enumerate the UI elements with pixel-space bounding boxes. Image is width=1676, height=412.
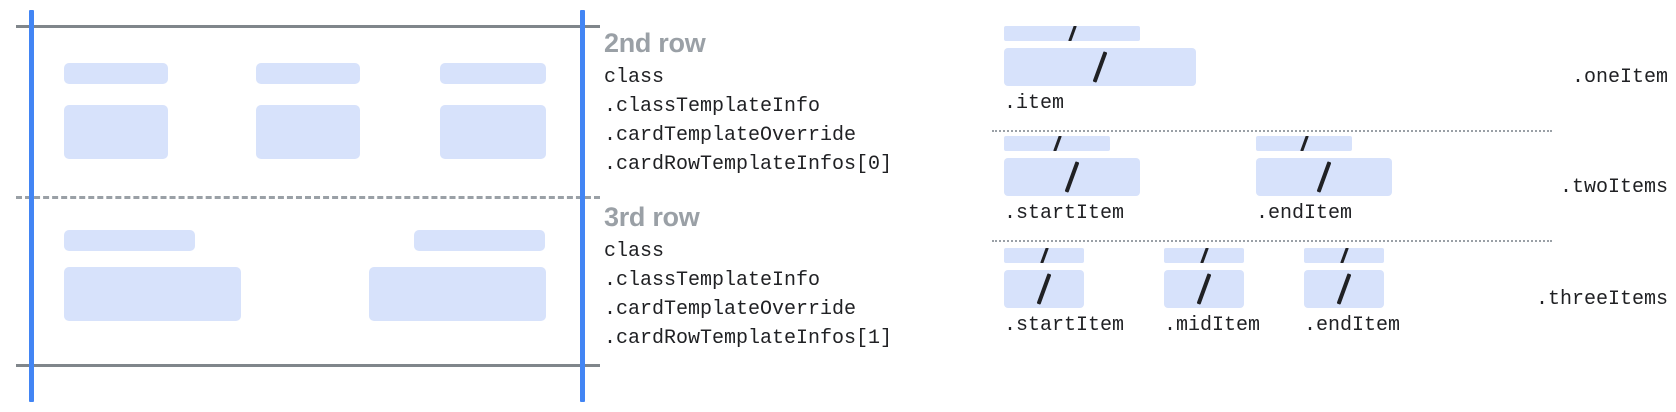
variant-label: .oneItem [1571,66,1668,89]
guide-line-left [29,10,34,402]
placeholder-body-box [64,105,168,159]
slash-icon [1316,161,1332,193]
note-block-2nd-row: 2nd row class .classTemplateInfo .cardTe… [604,28,892,179]
placeholder-title-bar [64,63,168,84]
variant-item-label: .endItem [1304,314,1401,337]
placeholder-title-bar [1004,26,1140,41]
placeholder-title-bar [1004,136,1110,151]
variant-item: .endItem [1304,248,1400,338]
placeholder-title-bar [64,230,195,251]
placeholder-title-bar [414,230,545,251]
guide-line-right [580,10,585,402]
slash-icon [1196,273,1212,305]
placeholder-title-bar [1164,248,1244,263]
diagram-row-divider [16,196,600,199]
note-line: .cardTemplateOverride [604,124,857,147]
slash-icon [1200,248,1209,263]
placeholder-body-box [1304,270,1384,308]
placeholder-title-bar [256,63,360,84]
diagram-top-rule [16,25,600,28]
class-path-annotations: 2nd row class .classTemplateInfo .cardTe… [604,0,984,412]
note-line: .cardTemplateOverride [604,298,857,321]
variant-item: .startItem [1004,136,1140,226]
placeholder-title-bar [1256,136,1352,151]
placeholder-body-box [1004,270,1084,308]
slash-icon [1040,248,1049,263]
slash-icon [1336,273,1352,305]
diagram-bottom-rule [16,364,600,367]
variant-item-label: .startItem [1004,202,1125,225]
note-title: 2nd row [604,28,706,58]
slash-icon [1053,136,1062,151]
slash-icon [1300,136,1309,151]
variant-label: .twoItems [1559,176,1668,199]
variant-item-label: .startItem [1004,314,1125,337]
note-line: .cardRowTemplateInfos[0] [604,153,893,176]
slash-icon [1340,248,1349,263]
variant-item: .midItem [1164,248,1260,338]
variant-row-two-items: .startItem .endItem .twoItems [988,136,1676,240]
slash-icon [1092,51,1108,83]
placeholder-body-box [64,267,241,321]
variant-row-one-item: .item .oneItem [988,26,1676,126]
variant-item: .endItem [1256,136,1392,226]
variant-item-label: .endItem [1256,202,1353,225]
item-variants-panel: .item .oneItem .startItem .endItem .twoIt… [988,0,1676,412]
placeholder-body-box [440,105,546,159]
placeholder-body-box [369,267,546,321]
slash-icon [1036,273,1052,305]
note-title: 3rd row [604,202,700,232]
placeholder-title-bar [440,63,546,84]
placeholder-title-bar [1304,248,1384,263]
slash-icon [1064,161,1080,193]
variant-separator [992,130,1552,132]
note-line: class [604,66,665,89]
variant-separator [992,240,1552,242]
variant-item-label: .midItem [1164,314,1261,337]
note-line: .classTemplateInfo [604,95,821,118]
slash-icon [1068,26,1077,41]
note-line: .cardRowTemplateInfos[1] [604,327,893,350]
variant-item: .startItem [1004,248,1124,338]
placeholder-title-bar [1004,248,1084,263]
variant-item-label: .item [1004,92,1065,115]
placeholder-body-box [1164,270,1244,308]
variant-item: .item [1004,26,1196,116]
variant-row-three-items: .startItem .midItem .endItem .threeItems [988,248,1676,358]
card-row-diagram [0,0,600,412]
note-block-3rd-row: 3rd row class .classTemplateInfo .cardTe… [604,202,892,353]
placeholder-body-box [1004,48,1196,86]
placeholder-body-box [1256,158,1392,196]
note-line: .classTemplateInfo [604,269,821,292]
note-line: class [604,240,665,263]
variant-label: .threeItems [1535,288,1668,311]
placeholder-body-box [1004,158,1140,196]
placeholder-body-box [256,105,360,159]
